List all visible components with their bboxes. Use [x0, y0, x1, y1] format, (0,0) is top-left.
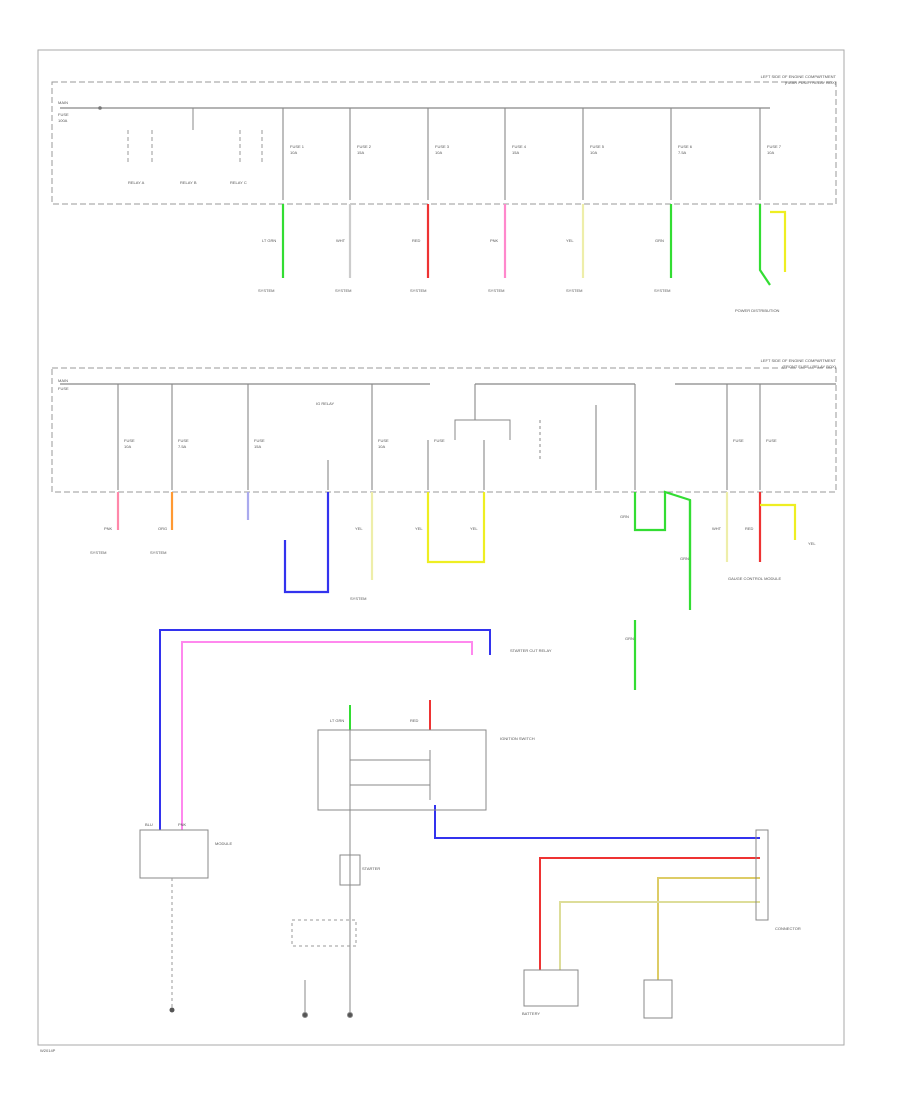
svg-text:PNK: PNK: [104, 526, 113, 531]
svg-text:FUSE: FUSE: [378, 438, 389, 443]
center-lower-chain: [291, 810, 361, 1018]
module-left: MODULE BLU PNK: [139, 822, 232, 1013]
svg-text:MAIN: MAIN: [58, 100, 68, 105]
svg-text:15A: 15A: [357, 150, 364, 155]
box2-header-line2: (FRONT FUSE / RELAY BOX): [782, 364, 836, 369]
svg-text:7.5A: 7.5A: [678, 150, 687, 155]
wire-label: PNK: [178, 822, 187, 827]
svg-text:7.5A: 7.5A: [178, 444, 187, 449]
svg-text:SYSTEM: SYSTEM: [566, 288, 582, 293]
wire-label: RED: [410, 718, 419, 723]
svg-text:FUSE: FUSE: [58, 386, 69, 391]
svg-text:10A: 10A: [767, 150, 774, 155]
svg-text:FUSE 3: FUSE 3: [435, 144, 450, 149]
svg-text:10A: 10A: [124, 444, 131, 449]
svg-text:FUSE 6: FUSE 6: [678, 144, 693, 149]
box2-header-line1: LEFT SIDE OF ENGINE COMPARTMENT: [761, 358, 837, 363]
wire-label: LT GRN: [330, 718, 344, 723]
svg-text:GRN: GRN: [625, 636, 634, 641]
svg-text:RELAY C: RELAY C: [230, 180, 247, 185]
fuse-box-front: LEFT SIDE OF ENGINE COMPARTMENT (FRONT F…: [51, 358, 837, 493]
gauge-control-module-label: GAUGE CONTROL MODULE: [728, 576, 782, 581]
svg-text:CONNECTOR: CONNECTOR: [775, 926, 801, 931]
svg-text:100A: 100A: [58, 118, 68, 123]
box1-header-line1: LEFT SIDE OF ENGINE COMPARTMENT: [761, 74, 837, 79]
battery-component: BATTERY: [522, 969, 579, 1016]
ignition-switch-label: IGNITION SWITCH: [500, 736, 535, 741]
wire-label: RED: [412, 238, 421, 243]
box1-header-line2: (REAR FUSE / RELAY BOX): [785, 80, 837, 85]
svg-text:FUSE 7: FUSE 7: [767, 144, 782, 149]
starter-cut-relay-label: STARTER CUT RELAY: [510, 648, 552, 653]
diagram-frame: [37, 49, 845, 1046]
svg-text:SYSTEM: SYSTEM: [488, 288, 504, 293]
svg-text:GRN: GRN: [680, 556, 689, 561]
wire-label: GRN: [655, 238, 664, 243]
fuse-box-rear: LEFT SIDE OF ENGINE COMPARTMENT (REAR FU…: [51, 74, 837, 205]
svg-text:YEL: YEL: [470, 526, 478, 531]
svg-text:SYSTEM: SYSTEM: [335, 288, 351, 293]
footer-code: W2014P: [40, 1048, 56, 1053]
main-harness-wires: [159, 629, 760, 980]
svg-text:WHT: WHT: [712, 526, 722, 531]
svg-text:10A: 10A: [590, 150, 597, 155]
wire-label: LT GRN: [262, 238, 276, 243]
svg-text:MAIN: MAIN: [58, 378, 68, 383]
svg-text:10A: 10A: [290, 150, 297, 155]
battery-label: BATTERY: [522, 1011, 540, 1016]
power-distribution-label: POWER DISTRIBUTION: [735, 308, 780, 313]
svg-text:15A: 15A: [254, 444, 261, 449]
svg-text:YEL: YEL: [415, 526, 423, 531]
svg-text:SYSTEM: SYSTEM: [654, 288, 670, 293]
svg-text:10A: 10A: [378, 444, 385, 449]
svg-text:ORG: ORG: [158, 526, 167, 531]
svg-text:FUSE: FUSE: [178, 438, 189, 443]
svg-text:MODULE: MODULE: [215, 841, 232, 846]
sensor-component: [643, 979, 673, 1019]
wire-label: PNK: [490, 238, 499, 243]
svg-text:RELAY B: RELAY B: [180, 180, 197, 185]
svg-text:SYSTEM: SYSTEM: [410, 288, 426, 293]
svg-text:SYSTEM: SYSTEM: [150, 550, 166, 555]
svg-text:FUSE: FUSE: [434, 438, 445, 443]
svg-text:FUSE 4: FUSE 4: [512, 144, 527, 149]
svg-text:FUSE: FUSE: [766, 438, 777, 443]
svg-text:SYSTEM: SYSTEM: [90, 550, 106, 555]
svg-text:FUSE: FUSE: [733, 438, 744, 443]
svg-text:SYSTEM: SYSTEM: [350, 596, 366, 601]
box1-output-wires: [281, 204, 787, 286]
svg-text:RELAY A: RELAY A: [128, 180, 145, 185]
svg-text:SYSTEM: SYSTEM: [258, 288, 274, 293]
wire-label: BLU: [145, 822, 153, 827]
box2-output-wires: [116, 490, 797, 690]
starter-label: STARTER: [362, 866, 380, 871]
svg-text:GRN: GRN: [620, 514, 629, 519]
svg-text:FUSE: FUSE: [124, 438, 135, 443]
svg-text:FUSE 1: FUSE 1: [290, 144, 305, 149]
connector-right: CONNECTOR: [755, 829, 801, 931]
svg-text:10A: 10A: [435, 150, 442, 155]
svg-text:FUSE 5: FUSE 5: [590, 144, 605, 149]
svg-text:RED: RED: [745, 526, 754, 531]
svg-text:FUSE: FUSE: [58, 112, 69, 117]
svg-text:YEL: YEL: [808, 541, 816, 546]
svg-text:IG RELAY: IG RELAY: [316, 401, 334, 406]
ignition-switch-unit: IGNITION SWITCH LT GRN RED: [317, 718, 535, 811]
wire-label: WHT: [336, 238, 346, 243]
wire-label: YEL: [566, 238, 574, 243]
svg-text:FUSE 2: FUSE 2: [357, 144, 372, 149]
svg-text:YEL: YEL: [355, 526, 363, 531]
svg-text:15A: 15A: [512, 150, 519, 155]
svg-text:FUSE: FUSE: [254, 438, 265, 443]
